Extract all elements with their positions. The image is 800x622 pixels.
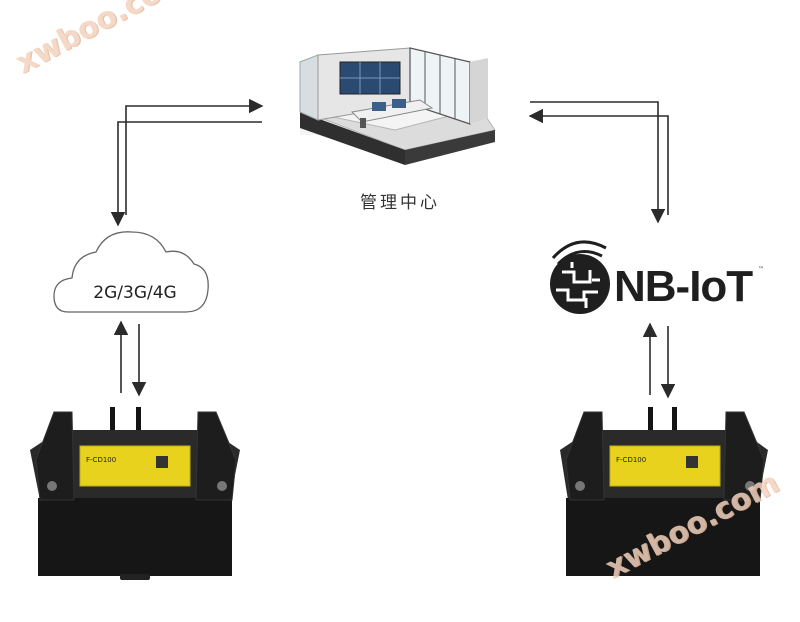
control-room-illustration — [299, 47, 496, 165]
link-nbiot-device-right — [642, 322, 676, 399]
uplink-arrow-right — [528, 108, 669, 215]
uplink-arrow-left — [125, 98, 264, 215]
nbiot-trademark: ™ — [758, 266, 764, 273]
nbiot-logo-text: NB-IoT — [614, 262, 753, 311]
link-cloud-device-left — [113, 320, 147, 397]
device-left-panel-text: F-CD100 — [86, 456, 116, 464]
cloud-network-label: 2G/3G/4G — [93, 283, 177, 303]
downlink-arrow-right — [530, 101, 666, 224]
nbiot-globe-icon — [550, 240, 610, 314]
downlink-arrow-left — [110, 121, 262, 227]
device-left-illustration: F-CD100 — [30, 407, 240, 580]
link-center-nbiot — [528, 101, 669, 224]
cloud-shape — [53, 231, 209, 313]
link-center-cloud — [110, 98, 264, 227]
device-right-illustration: F-CD100 — [560, 407, 768, 576]
management-center-label: 管理中心 — [360, 193, 440, 213]
device-right-panel-text: F-CD100 — [616, 456, 646, 464]
